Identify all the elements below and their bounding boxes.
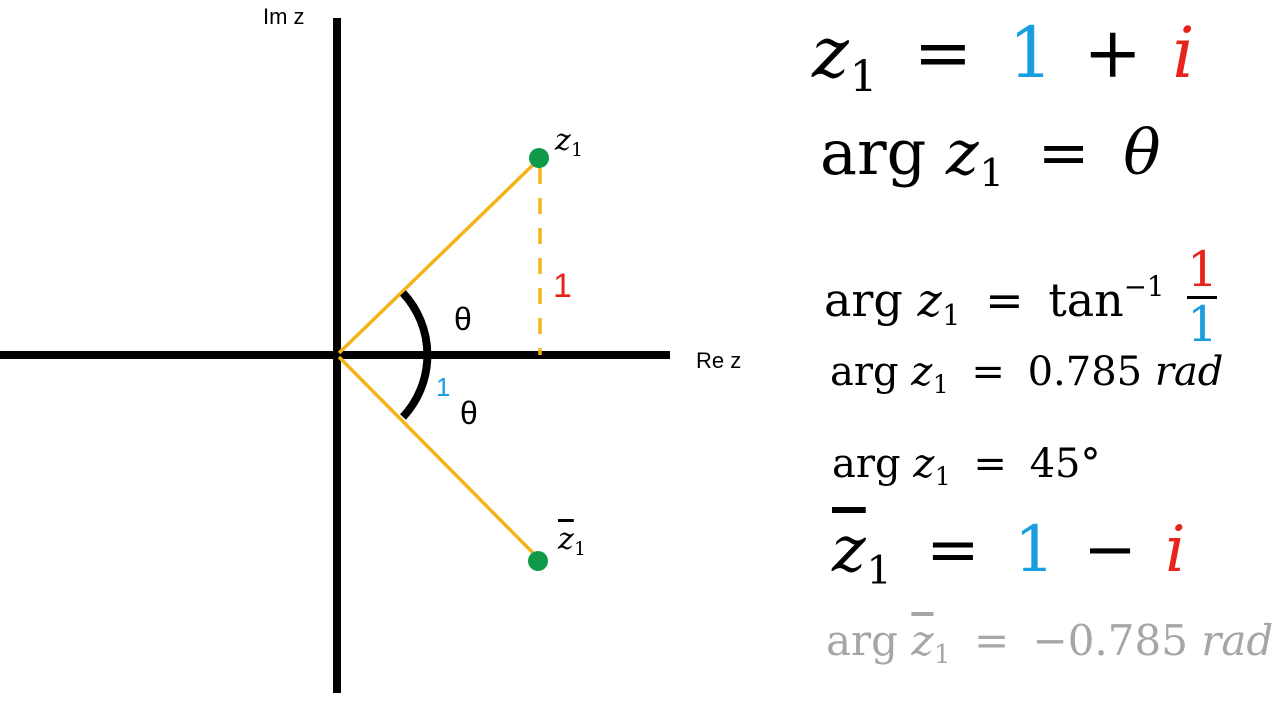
equation-conjugate-definition: z1 = 1 − i bbox=[832, 518, 1186, 591]
eq7-arg: arg bbox=[826, 616, 912, 665]
point-z1 bbox=[529, 148, 549, 168]
eq4-unit: rad bbox=[1154, 349, 1224, 395]
eq3-equals: = bbox=[985, 272, 1024, 327]
z1-conjugate-point-label: z1 bbox=[558, 522, 586, 559]
eq5-value: 45° bbox=[1029, 441, 1101, 487]
eq3-fraction: 1 1 bbox=[1187, 246, 1218, 350]
imaginary-length-label: 1 bbox=[553, 267, 572, 305]
eq6-equals: = bbox=[926, 513, 980, 587]
eq1-equals: = bbox=[913, 12, 973, 94]
eq3-numerator: 1 bbox=[1187, 242, 1218, 298]
eq3-sub: 1 bbox=[942, 298, 961, 332]
eq4-arg: arg bbox=[830, 349, 912, 395]
eq7-unit: rad bbox=[1201, 616, 1274, 665]
eq2-var: z bbox=[946, 116, 979, 189]
vector-z1-conjugate bbox=[337, 355, 540, 560]
point-z1-conjugate bbox=[528, 551, 548, 571]
eq2-arg: arg bbox=[820, 116, 946, 189]
eq4-equals: = bbox=[971, 349, 1005, 395]
eq3-sup: −1 bbox=[1123, 270, 1165, 304]
eq1-lhs: z bbox=[812, 12, 849, 94]
equation-arg-radians: arg z1 = 0.785 rad bbox=[830, 349, 1224, 397]
z1-point-label-sub: 1 bbox=[571, 139, 584, 161]
eq7-sub: 1 bbox=[934, 640, 951, 671]
eq6-lhs: z bbox=[832, 513, 866, 587]
eq6-lhs-sub: 1 bbox=[866, 547, 892, 594]
eq3-arg: arg bbox=[824, 272, 918, 327]
eq2-sub: 1 bbox=[979, 151, 1004, 197]
eq3-func: tan bbox=[1048, 272, 1124, 327]
eq3-var: z bbox=[917, 272, 942, 327]
eq4-value: 0.785 bbox=[1027, 349, 1155, 395]
eq1-imag-part: i bbox=[1172, 12, 1195, 94]
fraction-bar bbox=[1187, 296, 1218, 300]
eq7-var: z bbox=[911, 616, 934, 665]
eq5-sub: 1 bbox=[934, 461, 951, 491]
equation-arg-degrees: arg z1 = 45° bbox=[832, 441, 1101, 489]
z1-point-label-base: z bbox=[555, 123, 571, 158]
eq5-equals: = bbox=[973, 441, 1007, 487]
eq6-operator: − bbox=[1083, 513, 1137, 587]
angle-upper-label: θ bbox=[454, 301, 472, 337]
eq2-equals: = bbox=[1037, 116, 1090, 189]
z1-point-label: z1 bbox=[555, 123, 583, 160]
eq5-var: z bbox=[913, 441, 935, 487]
eq4-sub: 1 bbox=[932, 369, 949, 399]
eq3-denominator: 1 bbox=[1187, 297, 1218, 354]
eq1-operator: + bbox=[1083, 12, 1143, 94]
eq4-var: z bbox=[911, 349, 933, 395]
equation-arg-arctan: arg z1 = tan−1 1 1 bbox=[824, 246, 1218, 356]
vector-z1 bbox=[337, 158, 540, 355]
equation-z1-definition: z1 = 1 + i bbox=[812, 18, 1195, 99]
angle-arc bbox=[400, 290, 432, 420]
eq7-value: −0.785 bbox=[1032, 616, 1202, 665]
re-axis-label: Re z bbox=[696, 348, 742, 373]
eq5-arg: arg bbox=[832, 441, 914, 487]
eq1-real-part: 1 bbox=[1008, 12, 1054, 94]
eq1-lhs-sub: 1 bbox=[849, 51, 878, 102]
angle-lower-label: θ bbox=[460, 395, 478, 431]
equation-arg-conjugate: arg z1 = −0.785 rad bbox=[826, 620, 1273, 669]
eq7-equals: = bbox=[973, 616, 1010, 665]
z1-conjugate-point-label-base: z bbox=[558, 522, 574, 557]
real-length-label: 1 bbox=[436, 372, 451, 402]
z1-conjugate-point-label-sub: 1 bbox=[574, 538, 587, 560]
equation-arg-theta: arg z1 = θ bbox=[820, 122, 1161, 194]
eq6-real-part: 1 bbox=[1014, 513, 1055, 587]
eq2-rhs: θ bbox=[1123, 116, 1161, 189]
eq6-imag-part: i bbox=[1165, 513, 1186, 587]
im-axis-label: Im z bbox=[263, 4, 305, 29]
